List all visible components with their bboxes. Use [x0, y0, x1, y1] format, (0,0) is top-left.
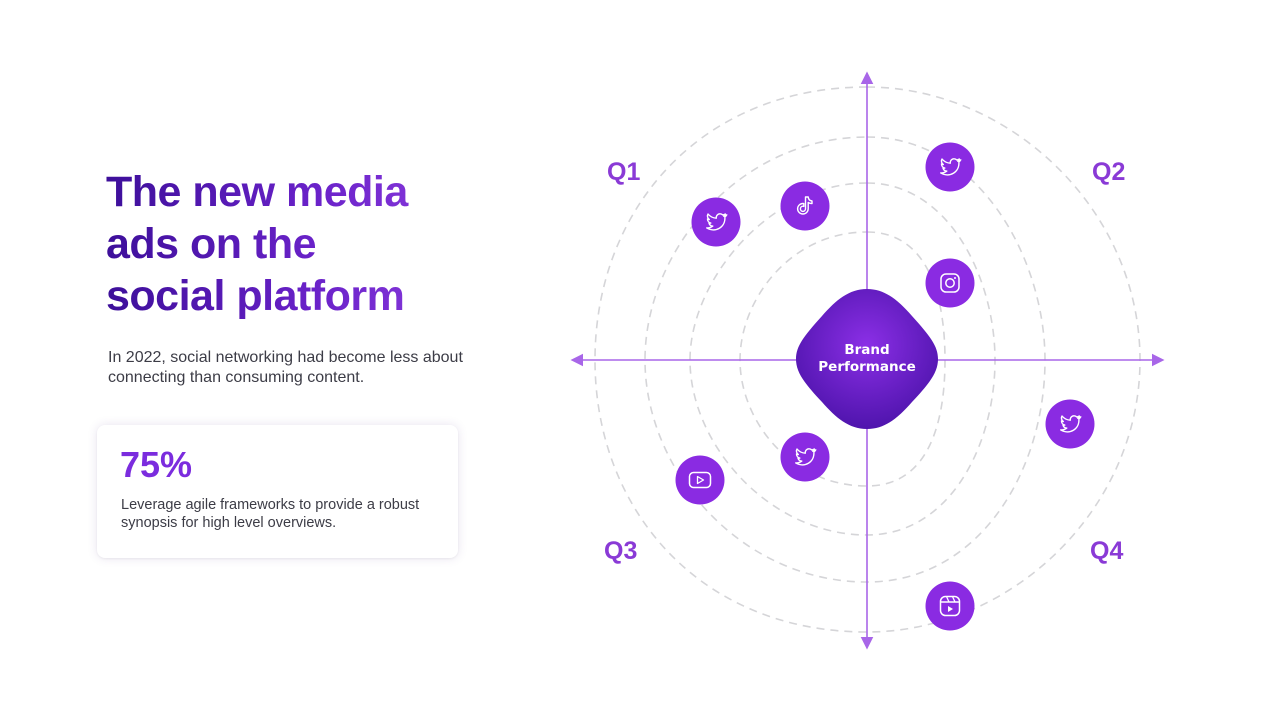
twitter-icon	[925, 142, 975, 192]
orbit-ring-inner	[739, 231, 946, 487]
instagram-icon	[925, 258, 975, 308]
twitter-icon	[691, 197, 741, 247]
orbit-ring-outer	[594, 86, 1141, 633]
stat-description: Leverage agile frameworks to provide a r…	[121, 497, 420, 531]
brand-node-shape	[796, 289, 938, 429]
youtube-icon	[675, 455, 725, 505]
quadrant-label-q4: Q4	[1090, 537, 1123, 565]
stat-card: 75% Leverage agile frameworks to provide…	[97, 425, 458, 558]
quadrant-label-q3: Q3	[604, 537, 637, 565]
quadrant-label-q1: Q1	[607, 158, 640, 186]
tiktok-icon	[780, 181, 830, 231]
intro-paragraph: In 2022, social networking had become le…	[108, 349, 463, 386]
instagram-reels-icon	[925, 581, 975, 631]
twitter-icon	[1045, 399, 1095, 449]
social-icons	[675, 142, 1095, 631]
brand-label-line-2: Performance	[818, 359, 915, 375]
brand-performance-node: Brand Performance	[796, 289, 938, 429]
twitter-icon	[780, 432, 830, 482]
stat-value: 75%	[120, 444, 193, 485]
quadrant-label-q2: Q2	[1092, 158, 1125, 186]
brand-label-line-1: Brand	[844, 342, 889, 358]
